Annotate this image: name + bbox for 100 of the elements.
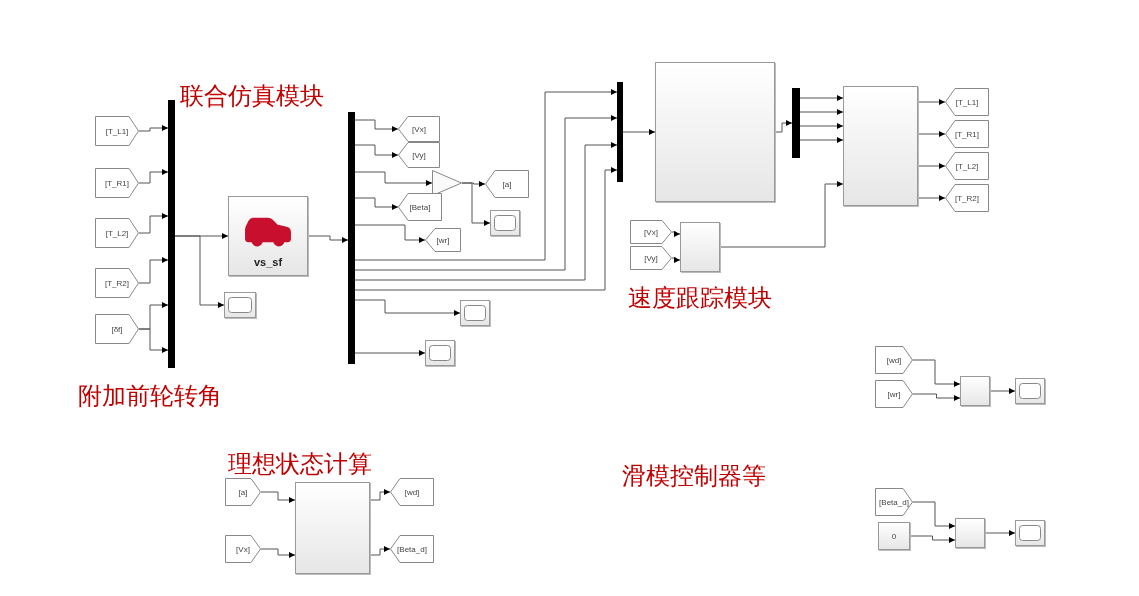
mux-bar bbox=[168, 100, 175, 368]
signal-line bbox=[138, 125, 169, 132]
section-heading: 附加前轮转角 bbox=[78, 381, 222, 412]
from-tag bbox=[95, 168, 139, 198]
signal-line bbox=[719, 181, 844, 248]
from-tag bbox=[630, 246, 672, 270]
scope-block bbox=[460, 300, 490, 326]
signal-line bbox=[354, 142, 618, 281]
signal-line bbox=[917, 163, 946, 169]
mux-bar bbox=[792, 88, 800, 158]
subsystem-block bbox=[960, 376, 990, 406]
scope-block bbox=[1015, 378, 1045, 404]
block-label: [wd] bbox=[886, 355, 902, 365]
goto-tag bbox=[390, 478, 434, 506]
signal-line bbox=[369, 489, 391, 501]
signal-line bbox=[799, 137, 844, 143]
signal-line bbox=[917, 195, 946, 201]
block-label: [Vx] bbox=[412, 124, 426, 134]
signal-line bbox=[354, 197, 399, 210]
goto-tag bbox=[945, 120, 989, 148]
signal-line bbox=[138, 169, 169, 184]
from-tag bbox=[95, 218, 139, 248]
subsystem-block bbox=[955, 518, 985, 548]
section-heading: 速度跟踪模块 bbox=[628, 283, 772, 314]
mux-bar bbox=[348, 112, 355, 364]
signal-line bbox=[260, 491, 296, 503]
signal-line bbox=[912, 393, 961, 401]
goto-tag bbox=[398, 193, 442, 221]
signal-line bbox=[461, 182, 491, 226]
block-label: [T_L1] bbox=[955, 97, 979, 107]
gain-triangle bbox=[432, 170, 462, 196]
constant-block bbox=[878, 522, 910, 550]
block-label: [Vy] bbox=[412, 150, 426, 160]
block-label: [T_R1] bbox=[105, 178, 129, 188]
block-label: 0 bbox=[891, 531, 897, 541]
block-label: vs_sf bbox=[253, 256, 283, 268]
signal-line bbox=[671, 257, 681, 263]
block-label: [wr] bbox=[887, 389, 901, 399]
scope-block bbox=[224, 292, 256, 318]
block-label: [wr] bbox=[436, 235, 450, 245]
signal-line bbox=[909, 535, 956, 543]
signal-line bbox=[354, 224, 426, 243]
goto-tag bbox=[485, 170, 529, 198]
signal-line bbox=[369, 546, 391, 556]
goto-tag bbox=[398, 116, 440, 142]
block-label: [T_L1] bbox=[105, 126, 129, 136]
from-tag bbox=[875, 488, 913, 516]
signal-line bbox=[138, 213, 169, 234]
signal-line bbox=[354, 171, 433, 186]
goto-tag bbox=[945, 152, 989, 180]
from-tag bbox=[875, 346, 913, 374]
block-label: [T_R1] bbox=[955, 129, 979, 139]
section-heading: 滑模控制器等 bbox=[622, 461, 766, 492]
signal-line bbox=[354, 350, 426, 356]
vehicle-block bbox=[228, 196, 308, 276]
signal-line bbox=[354, 144, 399, 158]
from-tag bbox=[95, 116, 139, 146]
signal-line bbox=[799, 109, 844, 115]
signal-line bbox=[917, 131, 946, 137]
block-label: [Vy] bbox=[644, 253, 658, 263]
subsystem-block bbox=[295, 482, 370, 574]
signal-line bbox=[354, 89, 618, 261]
signal-line bbox=[622, 129, 656, 135]
scope-block bbox=[425, 340, 455, 366]
signal-line bbox=[260, 548, 296, 558]
block-label: [a] bbox=[238, 487, 248, 497]
scope-block bbox=[490, 210, 520, 236]
mux-bar bbox=[617, 82, 623, 182]
signal-line bbox=[354, 299, 461, 316]
signal-line bbox=[354, 119, 399, 132]
goto-tag bbox=[945, 88, 989, 116]
subsystem-block bbox=[680, 222, 720, 272]
block-label: [Vx] bbox=[644, 227, 658, 237]
from-tag bbox=[875, 380, 913, 408]
section-heading: 理想状态计算 bbox=[228, 449, 372, 480]
block-label: [T_R2] bbox=[955, 193, 979, 203]
subsystem-block bbox=[843, 86, 918, 206]
signal-line bbox=[912, 501, 956, 529]
block-label: [a] bbox=[502, 179, 512, 189]
signal-line bbox=[138, 328, 169, 353]
from-tag bbox=[95, 268, 139, 298]
signal-line bbox=[774, 120, 793, 133]
signal-line bbox=[984, 530, 1016, 536]
signal-line bbox=[799, 95, 844, 101]
goto-tag bbox=[398, 142, 440, 168]
subsystem-block bbox=[655, 62, 775, 202]
signal-line bbox=[138, 257, 169, 284]
block-label: [Beta] bbox=[409, 202, 431, 212]
from-tag bbox=[95, 314, 139, 344]
section-heading: 联合仿真模块 bbox=[180, 81, 324, 112]
block-label: [Vx] bbox=[236, 544, 250, 554]
goto-tag bbox=[390, 535, 434, 563]
block-label: [T_R2] bbox=[105, 278, 129, 288]
signal-line bbox=[354, 115, 618, 271]
from-tag bbox=[630, 220, 672, 244]
goto-tag bbox=[945, 184, 989, 212]
block-label: [Beta_d] bbox=[879, 497, 909, 507]
signal-line bbox=[174, 235, 225, 308]
signal-line bbox=[354, 167, 618, 291]
signal-line bbox=[799, 123, 844, 129]
